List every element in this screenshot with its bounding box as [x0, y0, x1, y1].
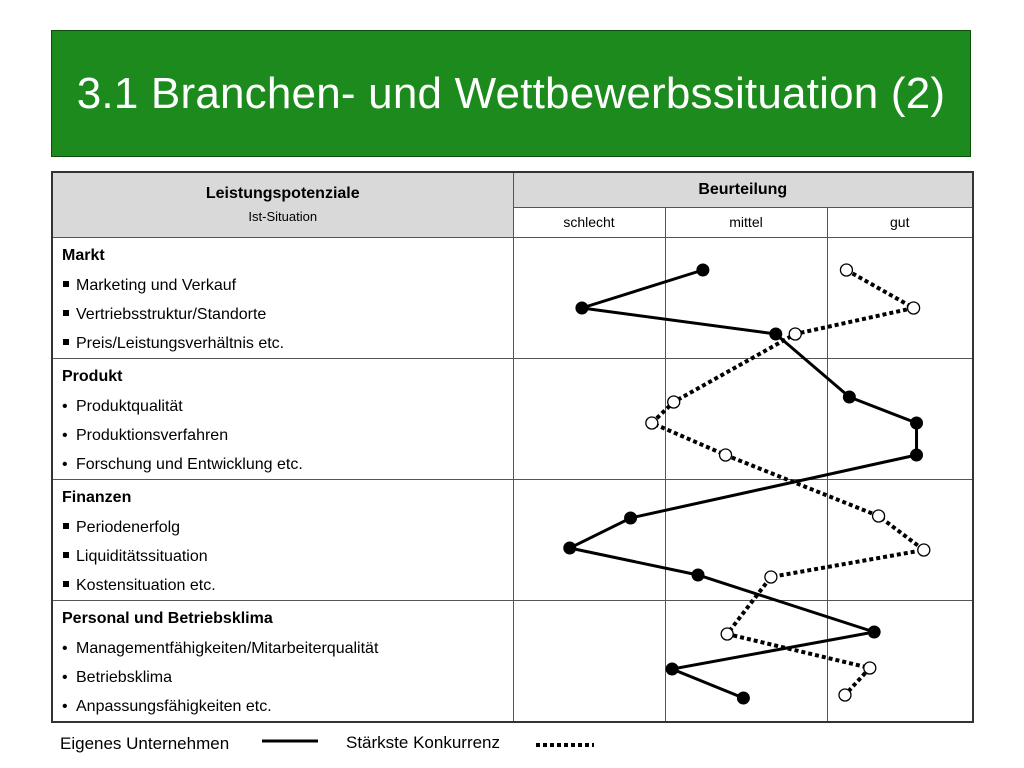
- dot-bullet-icon: [62, 421, 76, 450]
- list-item: Periodenerfolg: [62, 513, 513, 542]
- square-bullet-icon: [62, 271, 76, 300]
- list-item: Liquiditätssituation: [62, 542, 513, 571]
- list-item-label: Liquiditätssituation: [76, 547, 208, 565]
- dot-bullet-icon: [62, 663, 76, 692]
- list-item: Produktionsverfahren: [62, 421, 513, 450]
- list-item-label: Preis/Leistungsverhältnis etc.: [76, 334, 285, 352]
- category-produkt: Produkt Produktqualität Produktionsverfa…: [51, 357, 514, 480]
- list-item: Anpassungsfähigkeiten etc.: [62, 692, 513, 721]
- list-item-label: Betriebsklima: [76, 668, 173, 686]
- rating-cell: [826, 357, 974, 480]
- category-title: Produkt: [62, 367, 123, 385]
- page-title: 3.1 Branchen- und Wettbewerbssituation (…: [76, 68, 946, 118]
- rating-cell: [664, 599, 828, 722]
- category-title: Markt: [62, 246, 105, 264]
- list-item-label: Vertriebsstruktur/Standorte: [76, 305, 267, 323]
- rating-cell: [826, 599, 974, 722]
- header-leistungspotenziale: Leistungspotenziale Ist-Situation: [51, 171, 514, 238]
- header-left-subtitle: Ist-Situation: [248, 209, 318, 225]
- header-left-title: Leistungspotenziale: [205, 185, 360, 203]
- rating-cell: [664, 357, 828, 480]
- list-item-label: Marketing und Verkauf: [76, 276, 237, 294]
- list-item-label: Produktionsverfahren: [76, 426, 229, 444]
- list-item: Forschung und Entwicklung etc.: [62, 450, 513, 479]
- rating-cell: [512, 357, 666, 480]
- title-bar: 3.1 Branchen- und Wettbewerbssituation (…: [51, 30, 971, 157]
- category-title: Finanzen: [62, 488, 132, 506]
- assessment-table: Leistungspotenziale Ist-Situation Beurte…: [51, 171, 975, 723]
- dot-bullet-icon: [62, 634, 76, 663]
- header-right-title: Beurteilung: [698, 180, 788, 198]
- list-item: Betriebsklima: [62, 663, 513, 692]
- list-item-label: Managementfähigkeiten/Mitarbeiterqualitä…: [76, 639, 379, 657]
- list-item-label: Forschung und Entwicklung etc.: [76, 455, 303, 473]
- list-item: Managementfähigkeiten/Mitarbeiterqualitä…: [62, 634, 513, 663]
- rating-cell: [664, 236, 828, 359]
- list-item-label: Periodenerfolg: [76, 518, 181, 536]
- legend-own-label: Eigenes Unternehmen: [60, 734, 230, 753]
- list-item: Produktqualität: [62, 392, 513, 421]
- list-item-label: Kostensituation etc.: [76, 576, 216, 594]
- category-title: Personal und Betriebsklima: [62, 609, 273, 627]
- rating-gut: gut: [826, 206, 974, 238]
- list-item: Kostensituation etc.: [62, 571, 513, 600]
- legend-competitor-label: Stärkste Konkurrenz: [346, 733, 501, 752]
- rating-cell: [512, 478, 666, 601]
- rating-cell: [664, 478, 828, 601]
- rating-cell: [826, 236, 974, 359]
- square-bullet-icon: [62, 300, 76, 329]
- list-item: Vertriebsstruktur/Standorte: [62, 300, 513, 329]
- list-item: Preis/Leistungsverhältnis etc.: [62, 329, 513, 358]
- category-markt: Markt Marketing und Verkauf Vertriebsstr…: [51, 236, 514, 359]
- square-bullet-icon: [62, 571, 76, 600]
- rating-mittel: mittel: [664, 206, 828, 238]
- dot-bullet-icon: [62, 450, 76, 479]
- header-beurteilung: Beurteilung: [512, 171, 974, 208]
- list-item-label: Produktqualität: [76, 397, 183, 415]
- category-finanzen: Finanzen Periodenerfolg Liquiditätssitua…: [51, 478, 514, 601]
- rating-cell: [512, 599, 666, 722]
- rating-schlecht: schlecht: [512, 206, 666, 238]
- rating-cell: [826, 478, 974, 601]
- list-item-label: Anpassungsfähigkeiten etc.: [76, 697, 272, 715]
- category-personal: Personal und Betriebsklima Managementfäh…: [51, 599, 514, 722]
- dot-bullet-icon: [62, 692, 76, 721]
- square-bullet-icon: [62, 329, 76, 358]
- square-bullet-icon: [62, 542, 76, 571]
- list-item: Marketing und Verkauf: [62, 271, 513, 300]
- square-bullet-icon: [62, 513, 76, 542]
- dot-bullet-icon: [62, 392, 76, 421]
- rating-cell: [512, 236, 666, 359]
